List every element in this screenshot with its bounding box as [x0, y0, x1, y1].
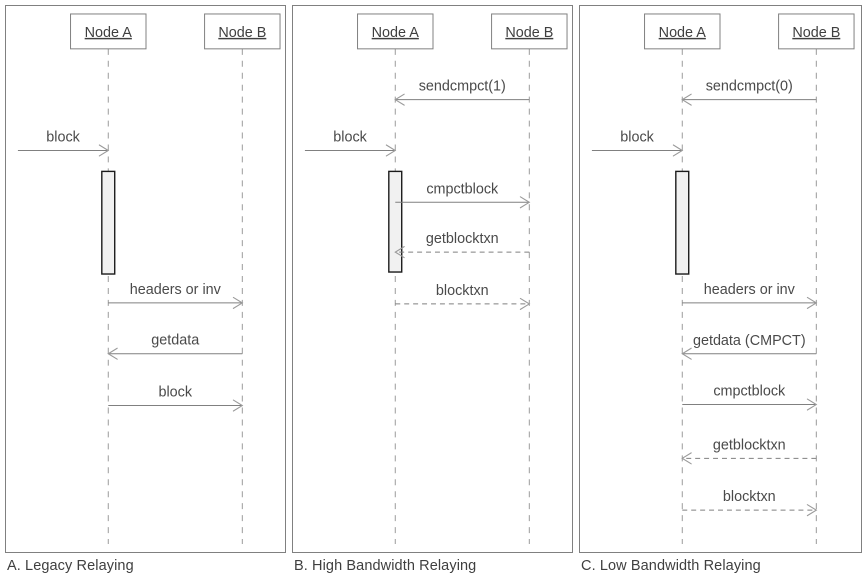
panel-c-caption: C. Low Bandwidth Relaying — [581, 558, 761, 574]
panel-b-canvas: Node A Node B sendcmpct(1) block cmpctblock g… — [304, 13, 568, 545]
message-label-getdata: getdata — [151, 333, 200, 349]
message-label-cmpctblock: cmpctblock — [713, 384, 786, 400]
lifeline-label-node-a: Node A — [659, 25, 707, 41]
panel-high-bandwidth-relaying: Node A Node B sendcmpct(1) block cmpctblock g… — [292, 5, 573, 553]
arrow-head-icon — [681, 347, 692, 360]
lifeline-box-node-a[interactable] — [357, 13, 434, 50]
arrow-head-icon — [672, 144, 684, 157]
message-label-block: block — [333, 129, 367, 145]
arrow-head-icon — [519, 297, 531, 310]
lifeline-label-node-b: Node B — [218, 25, 266, 41]
lifeline-box-node-b[interactable] — [491, 13, 568, 50]
arrow-head-icon — [681, 93, 692, 106]
arrow-head-icon — [394, 93, 405, 106]
panel-a-canvas: Node A Node B block headers or inv getdata bl… — [17, 13, 281, 545]
arrow-head-icon — [98, 144, 110, 157]
panel-c-canvas: Node A Node B sendcmpct(0) block headers or … — [591, 13, 855, 545]
panel-b-caption: B. High Bandwidth Relaying — [294, 558, 477, 574]
arrow-head-icon — [806, 504, 818, 517]
arrow-head-icon — [681, 452, 692, 465]
arrow-head-icon — [519, 196, 531, 209]
message-label-getblocktxn: getblocktxn — [713, 437, 786, 453]
arrow-head-icon — [232, 399, 244, 412]
lifeline-box-node-a[interactable] — [644, 13, 721, 50]
message-label-blocktxn: blocktxn — [723, 489, 776, 505]
arrow-head-icon — [806, 296, 818, 309]
lifeline-box-node-a[interactable] — [70, 13, 147, 50]
panel-legacy-relaying: Node A Node B block headers or inv getdata bl… — [5, 5, 286, 553]
arrow-head-icon — [806, 398, 818, 411]
panel-low-bandwidth-relaying: Node A Node B sendcmpct(0) block headers or … — [579, 5, 862, 553]
message-label-block: block — [620, 129, 654, 145]
arrow-head-icon — [385, 144, 397, 157]
arrow-head-icon — [232, 296, 244, 309]
message-label-cmpctblock: cmpctblock — [426, 181, 499, 197]
activation-bar-node-a — [101, 170, 116, 275]
message-label-blocktxn: blocktxn — [436, 283, 489, 299]
arrow-head-icon — [107, 347, 118, 360]
lifeline-box-node-b[interactable] — [778, 13, 855, 50]
activation-bar-node-a — [675, 170, 690, 275]
message-label-sendcmpct-0-: sendcmpct(0) — [706, 79, 793, 95]
arrow-head-icon — [394, 246, 405, 259]
message-label-block: block — [46, 129, 80, 145]
lifeline-box-node-b[interactable] — [204, 13, 281, 50]
lifeline-label-node-b: Node B — [792, 25, 840, 41]
lifeline-label-node-a: Node A — [372, 25, 420, 41]
lifeline-label-node-b: Node B — [505, 25, 553, 41]
message-label-getdata-cmpct-: getdata (CMPCT) — [693, 333, 806, 349]
panel-a-caption: A. Legacy Relaying — [7, 558, 134, 574]
lifeline-label-node-a: Node A — [85, 25, 133, 41]
message-label-block: block — [158, 385, 192, 401]
message-label-headers-or-inv: headers or inv — [704, 282, 796, 298]
message-label-getblocktxn: getblocktxn — [426, 231, 499, 247]
activation-bar-node-a — [388, 170, 403, 273]
message-label-headers-or-inv: headers or inv — [130, 282, 222, 298]
message-label-sendcmpct-1-: sendcmpct(1) — [419, 79, 506, 95]
